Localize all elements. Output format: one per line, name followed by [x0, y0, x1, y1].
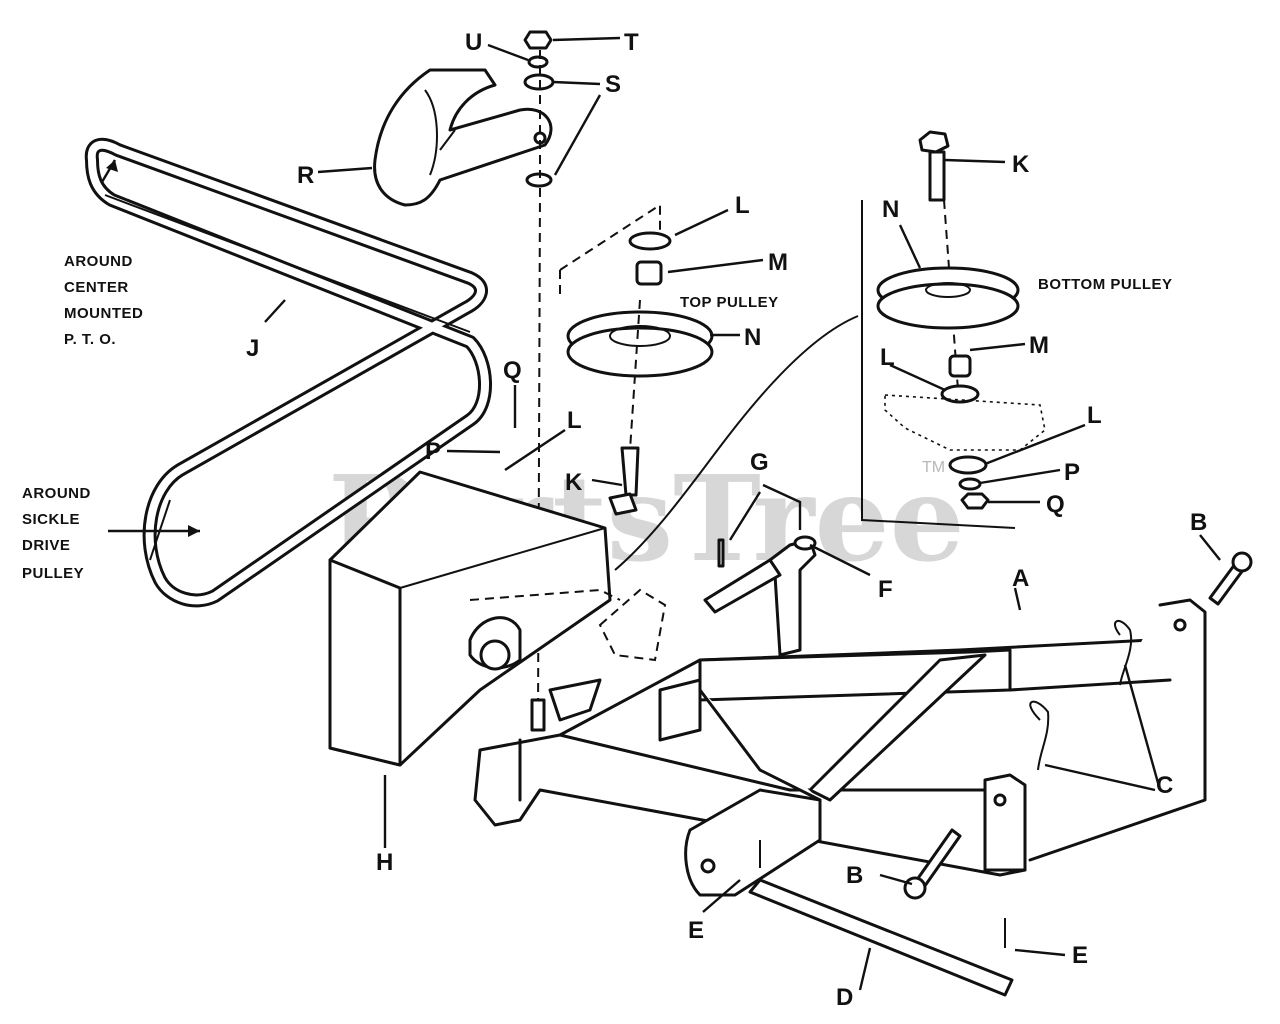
label-r: R	[297, 162, 314, 189]
label-m-bottom: M	[1029, 332, 1049, 359]
label-q-left: Q	[503, 357, 522, 384]
bracket-outline-top	[559, 203, 661, 300]
svg-text:CENTER: CENTER	[64, 279, 129, 296]
leader-lines	[100, 36, 1221, 991]
sickle-drive-housing-h	[328, 470, 621, 767]
part-labels: T U S R L M N K J Q P L G F A B C B E E …	[246, 29, 1207, 1011]
label-l-top: L	[735, 192, 750, 219]
svg-text:DRIVE: DRIVE	[22, 537, 70, 554]
label-l-bottom-upper: L	[880, 344, 895, 371]
label-j: J	[246, 335, 259, 362]
label-b-right: B	[1190, 509, 1207, 536]
note-pto: AROUND CENTER MOUNTED P. T. O.	[64, 253, 143, 348]
arrow-head-sickle	[188, 525, 200, 537]
label-b-bottom: B	[846, 862, 863, 889]
label-p-bottom: P	[1064, 459, 1080, 486]
label-f: F	[878, 576, 893, 603]
note-bottom-pulley: BOTTOM PULLEY	[1038, 276, 1173, 293]
bracket-plate-dashed	[598, 588, 667, 662]
label-s: S	[605, 71, 621, 98]
control-cable	[614, 315, 859, 571]
label-p-left: P	[425, 438, 441, 465]
watermark-trademark: TM	[922, 459, 945, 476]
svg-text:P. T. O.: P. T. O.	[64, 331, 116, 348]
hitch-pin-d	[748, 878, 1014, 997]
label-a: A	[1012, 565, 1029, 592]
label-e-right: E	[1072, 942, 1088, 969]
hardware-stack-tus	[523, 30, 555, 188]
clevis-pins-b	[903, 551, 1253, 900]
label-t: T	[624, 29, 639, 56]
label-l-bottom-lower: L	[1087, 402, 1102, 429]
svg-text:AROUND: AROUND	[22, 485, 91, 502]
label-d: D	[836, 984, 853, 1011]
label-u: U	[465, 29, 482, 56]
arrow-head-pto	[106, 160, 118, 172]
label-h: H	[376, 849, 393, 876]
svg-text:MOUNTED: MOUNTED	[64, 305, 143, 322]
cotter-pins-e	[759, 840, 1006, 948]
svg-text:AROUND: AROUND	[64, 253, 133, 270]
label-m-top: M	[768, 249, 788, 276]
hairpin-clips-c	[1029, 620, 1133, 771]
label-q-bottom: Q	[1046, 491, 1065, 518]
label-k-bottom: K	[1012, 151, 1030, 178]
label-g: G	[750, 449, 769, 476]
svg-text:SICKLE: SICKLE	[22, 511, 80, 528]
lift-arm-f	[703, 535, 817, 657]
label-k-top: K	[565, 469, 583, 496]
label-e-left: E	[688, 917, 704, 944]
bottom-pulley-group	[861, 130, 1046, 529]
label-l-left: L	[567, 407, 582, 434]
note-top-pulley: TOP PULLEY	[680, 294, 779, 311]
label-c: C	[1156, 772, 1173, 799]
top-pulley-group	[566, 231, 714, 516]
note-sickle: AROUND SICKLE DRIVE PULLEY	[22, 485, 91, 582]
label-n-top: N	[744, 324, 761, 351]
svg-text:PULLEY: PULLEY	[22, 565, 84, 582]
hitch-frame-a	[473, 598, 1207, 897]
label-n-bottom: N	[882, 196, 899, 223]
v-belt-j	[84, 137, 492, 608]
belt-guard-r	[373, 68, 553, 207]
